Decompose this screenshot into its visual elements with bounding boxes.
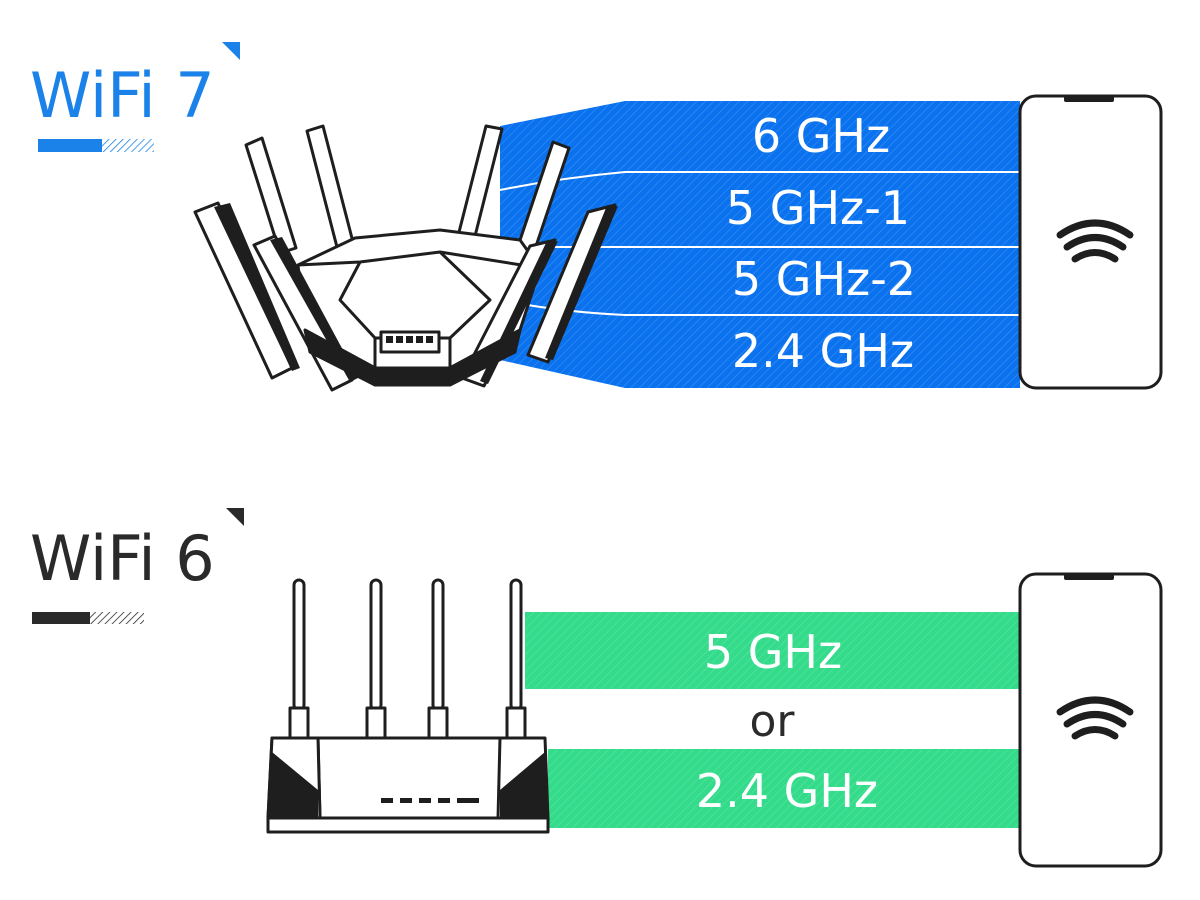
wifi7-corner-mark bbox=[222, 42, 240, 60]
wifi7-smartphone-icon bbox=[1018, 94, 1163, 390]
wifi6-band-top bbox=[525, 612, 1020, 689]
wifi6-separator-label: or bbox=[749, 696, 795, 747]
wifi6-smartphone-icon bbox=[1018, 572, 1163, 868]
wifi7-band-labels: 6 GHz 5 GHz-1 5 GHz-2 2.4 GHz bbox=[726, 109, 916, 378]
wifi6-underline bbox=[32, 612, 90, 624]
wifi6-bands: 5 GHz or 2.4 GHz bbox=[525, 612, 1020, 828]
wifi7-band-label: 5 GHz-1 bbox=[726, 181, 910, 235]
wifi6-underline-hatch bbox=[90, 612, 144, 624]
wifi7-title-group: WiFi 7 bbox=[30, 42, 240, 152]
wifi7-bands: 6 GHz 5 GHz-1 5 GHz-2 2.4 GHz bbox=[499, 101, 1020, 388]
wifi7-wifi-icon bbox=[1056, 219, 1134, 263]
wifi6-band-bottom bbox=[548, 749, 1020, 828]
wifi6-corner-mark bbox=[226, 508, 244, 526]
wifi6-band-bottom-label: 2.4 GHz bbox=[696, 764, 878, 818]
wifi7-band-label: 2.4 GHz bbox=[732, 324, 914, 378]
wifi7-band-label: 6 GHz bbox=[752, 109, 890, 163]
wifi7-underline-hatch bbox=[102, 139, 154, 152]
wifi7-band-label: 5 GHz-2 bbox=[732, 252, 916, 306]
wifi6-wifi-icon bbox=[1056, 696, 1134, 740]
wifi6-title-group: WiFi 6 bbox=[30, 508, 244, 624]
wifi6-title: WiFi 6 bbox=[30, 522, 215, 595]
wifi7-band-divider bbox=[499, 171, 1020, 191]
wifi7-underline bbox=[38, 139, 102, 152]
wifi7-section: WiFi 7 6 GHz 5 GHz-1 5 GHz-2 2.4 GHz bbox=[30, 42, 1163, 392]
wifi6-section: WiFi 6 5 GHz or 2.4 GHz bbox=[30, 508, 1163, 868]
wifi6-router-icon bbox=[266, 578, 550, 834]
wifi7-router-icon bbox=[193, 124, 618, 392]
wifi7-title: WiFi 7 bbox=[30, 59, 215, 132]
wifi6-band-top-label: 5 GHz bbox=[704, 625, 842, 679]
